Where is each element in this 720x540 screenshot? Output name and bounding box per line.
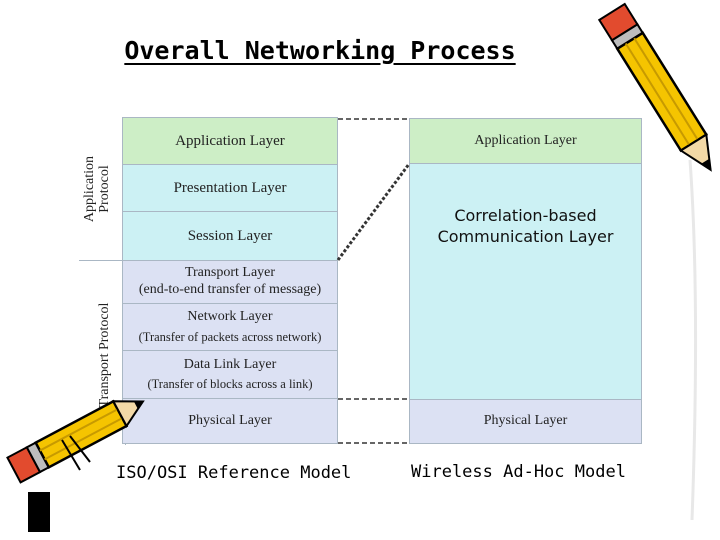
osi-network-layer-desc: (Transfer of packets across network) bbox=[138, 329, 322, 344]
osi-presentation-layer: Presentation Layer bbox=[123, 165, 337, 212]
adhoc-model-caption: Wireless Ad-Hoc Model bbox=[411, 462, 626, 482]
adhoc-correlation-layer-line2: Communication Layer bbox=[437, 226, 614, 246]
osi-datalink-layer: Data Link Layer (Transfer of blocks acro… bbox=[123, 351, 337, 399]
osi-presentation-layer-label: Presentation Layer bbox=[173, 180, 287, 196]
osi-model-stack: Application Layer Presentation Layer Ses… bbox=[122, 117, 338, 444]
osi-application-layer: Application Layer bbox=[123, 118, 337, 165]
adhoc-model-stack: Application Layer Correlation-based Comm… bbox=[409, 118, 642, 444]
adhoc-physical-layer: Physical Layer bbox=[410, 400, 641, 443]
osi-physical-layer: Physical Layer bbox=[123, 399, 337, 443]
adhoc-application-layer: Application Layer bbox=[410, 119, 641, 164]
osi-session-layer: Session Layer bbox=[123, 212, 337, 261]
adhoc-correlation-layer-line1: Correlation-based bbox=[454, 205, 597, 225]
osi-network-layer: Network Layer (Transfer of packets acros… bbox=[123, 304, 337, 351]
osi-datalink-layer-label: Data Link Layer bbox=[183, 356, 277, 372]
osi-datalink-layer-desc: (Transfer of blocks across a link) bbox=[147, 377, 313, 392]
osi-network-layer-label: Network Layer bbox=[187, 309, 273, 325]
page-title: Overall Networking Process bbox=[124, 36, 516, 65]
osi-application-layer-label: Application Layer bbox=[175, 133, 285, 149]
osi-physical-layer-label: Physical Layer bbox=[188, 412, 272, 428]
osi-model-caption: ISO/OSI Reference Model bbox=[116, 463, 352, 483]
osi-transport-layer: Transport Layer (end-to-end transfer of … bbox=[123, 261, 337, 304]
adhoc-application-layer-label: Application Layer bbox=[474, 132, 577, 148]
osi-session-layer-label: Session Layer bbox=[187, 228, 273, 244]
adhoc-physical-layer-label: Physical Layer bbox=[483, 413, 568, 429]
osi-transport-layer-desc: (end-to-end transfer of message) bbox=[138, 282, 322, 297]
adhoc-correlation-layer: Correlation-based Communication Layer bbox=[410, 164, 641, 400]
osi-transport-layer-label: Transport Layer bbox=[184, 265, 276, 281]
